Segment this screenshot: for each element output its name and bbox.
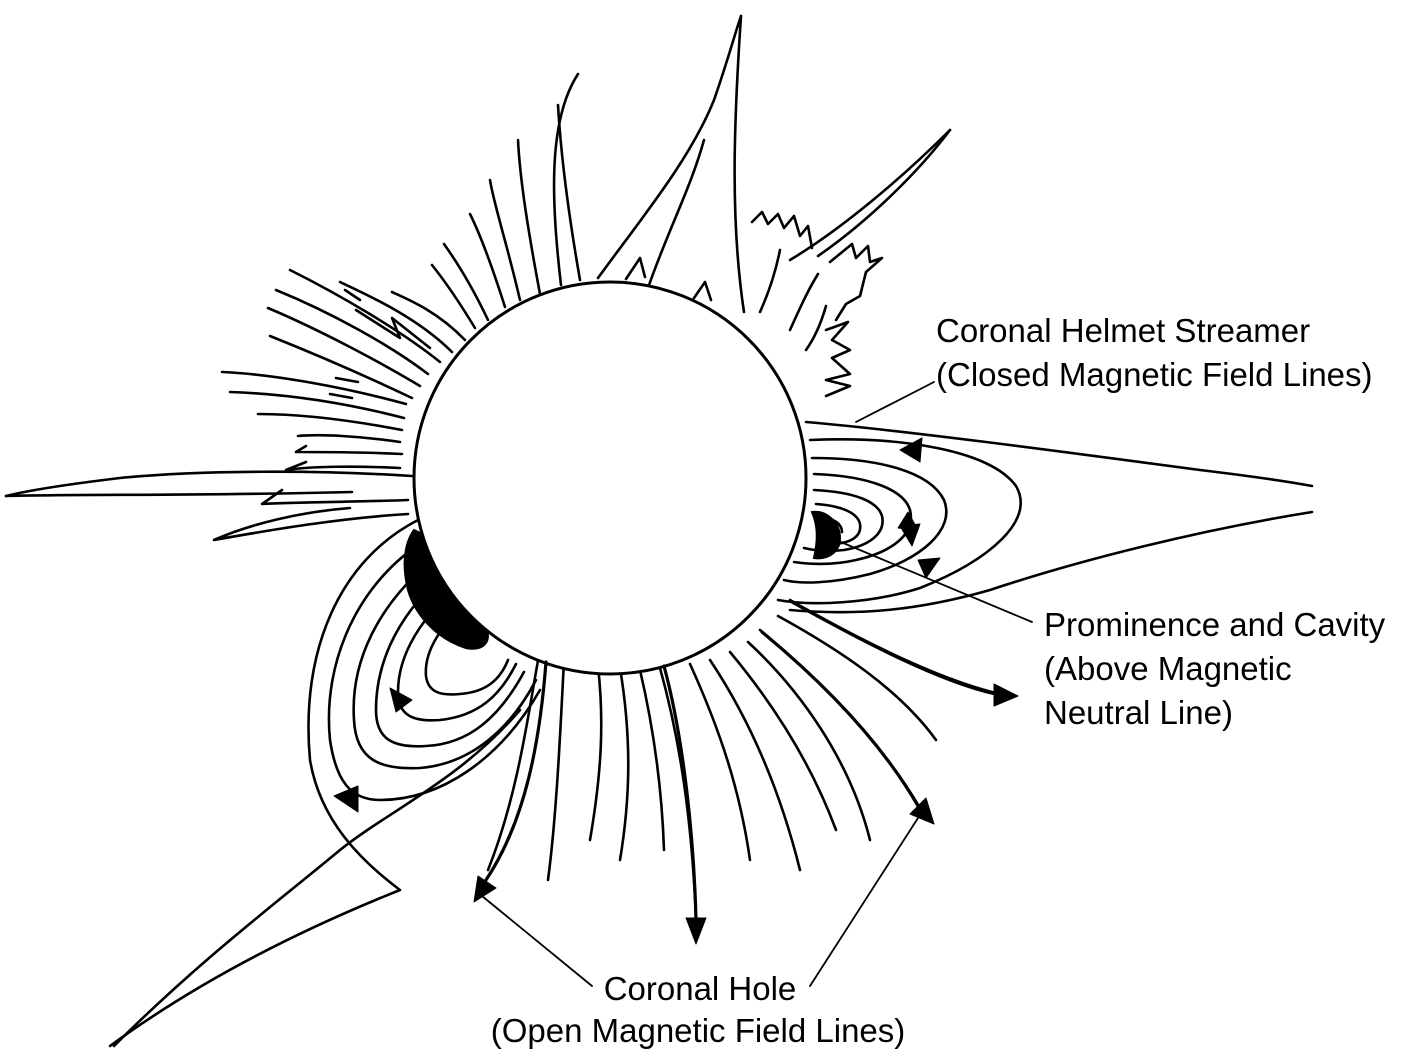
ray — [260, 488, 410, 506]
ur-streamer-edge-1 — [788, 128, 952, 262]
spike-small-1 — [624, 256, 647, 281]
ray — [228, 390, 406, 420]
ll-streamer-edge-1 — [108, 518, 420, 1048]
ray — [488, 178, 522, 302]
open-line — [788, 598, 1002, 696]
helmet-label-line1: Coronal Helmet Streamer — [936, 312, 1310, 349]
leader-hole-left — [481, 895, 593, 987]
ray — [390, 290, 467, 342]
arrow-loop-inner — [899, 523, 921, 547]
ray — [266, 306, 422, 388]
open-line-arrowed-right — [760, 630, 920, 808]
open-line-arrowed-left — [484, 660, 548, 882]
ray — [758, 248, 782, 314]
open-line — [618, 666, 630, 862]
arrow-loop-low — [917, 557, 941, 579]
ll-loop — [352, 552, 538, 770]
arrow-open-right — [909, 797, 935, 825]
left-streamer-edge-1 — [4, 470, 414, 498]
open-line — [588, 664, 603, 842]
ur-streamer-edge-2 — [816, 128, 952, 258]
open-line — [688, 662, 752, 862]
arrow-loop-top — [899, 437, 923, 463]
arrow-open-east — [993, 683, 1019, 707]
open-line — [776, 614, 938, 742]
ray — [430, 263, 477, 330]
ray — [294, 444, 404, 456]
ray — [268, 334, 414, 400]
open-line-arrows — [473, 600, 1019, 945]
ray — [212, 506, 410, 542]
closed-loop — [782, 456, 948, 584]
arrow-open-center — [685, 917, 707, 945]
helmet-streamer — [776, 420, 1314, 614]
plume-right-edge — [733, 14, 746, 314]
leader-prominence — [835, 539, 1033, 623]
ll-loop — [396, 580, 518, 722]
leader-helmet — [855, 381, 935, 423]
ray — [468, 212, 507, 309]
ray — [288, 268, 442, 364]
helmet-label-line2: (Closed Magnetic Field Lines) — [936, 356, 1373, 393]
jagged-edge-mid — [828, 242, 884, 322]
jagged-edge-lower — [824, 320, 852, 398]
prominence-label-line3: Neutral Line) — [1044, 694, 1233, 731]
plume-left-edge — [596, 14, 743, 280]
ray — [284, 460, 402, 472]
open-line — [638, 668, 666, 852]
open-line-arrowed-center — [662, 664, 698, 922]
ray — [274, 288, 430, 376]
closed-loop — [814, 502, 862, 546]
arrow-ll-outer — [333, 785, 359, 813]
open-line — [546, 658, 566, 882]
open-line — [658, 666, 698, 922]
hole-label-line1: Coronal Hole — [604, 970, 797, 1007]
ray — [296, 433, 402, 444]
streamer-lower-edge — [788, 510, 1314, 614]
spike-small-2 — [692, 280, 713, 302]
ll-streamer-edge-2 — [112, 708, 522, 1048]
prominence-right — [810, 510, 842, 560]
coronal-rays-upper-right — [750, 128, 952, 398]
ray — [338, 280, 454, 354]
arrow-ll-inner — [389, 687, 413, 713]
ray — [516, 138, 542, 296]
ray — [334, 376, 360, 384]
open-line — [486, 648, 542, 872]
ray — [552, 72, 580, 287]
open-line — [728, 650, 838, 832]
ray — [354, 308, 432, 350]
ray — [328, 392, 354, 400]
ray — [556, 103, 582, 282]
labels: Coronal Helmet Streamer (Closed Magnetic… — [491, 312, 1386, 1049]
open-line — [746, 640, 872, 842]
ray — [442, 242, 490, 322]
ray — [804, 304, 828, 352]
ray — [788, 272, 820, 332]
open-line-arrowed-east — [790, 600, 998, 696]
ray — [220, 370, 408, 406]
ll-loop — [374, 566, 526, 748]
hole-label-line2: (Open Magnetic Field Lines) — [491, 1012, 906, 1049]
ray — [343, 288, 362, 302]
open-line — [708, 658, 802, 872]
ll-loop — [327, 538, 542, 802]
closed-loop-outer — [776, 438, 1022, 605]
prominence-label-line2: (Above Magnetic — [1044, 650, 1292, 687]
streamer-upper-edge — [804, 420, 1314, 488]
prominence-label-line1: Prominence and Cavity — [1044, 606, 1386, 643]
lower-left-loops — [108, 518, 542, 1048]
left-streamer-edge-2 — [4, 490, 354, 498]
sun-disk — [412, 280, 808, 676]
leader-hole-right — [809, 817, 919, 987]
arrow-open-left — [473, 875, 497, 903]
jagged-edge-top — [750, 210, 814, 250]
plume-inner-line — [646, 138, 706, 290]
coronal-rays-upper — [4, 14, 746, 542]
leader-lines — [481, 381, 1033, 987]
ray — [256, 412, 404, 432]
